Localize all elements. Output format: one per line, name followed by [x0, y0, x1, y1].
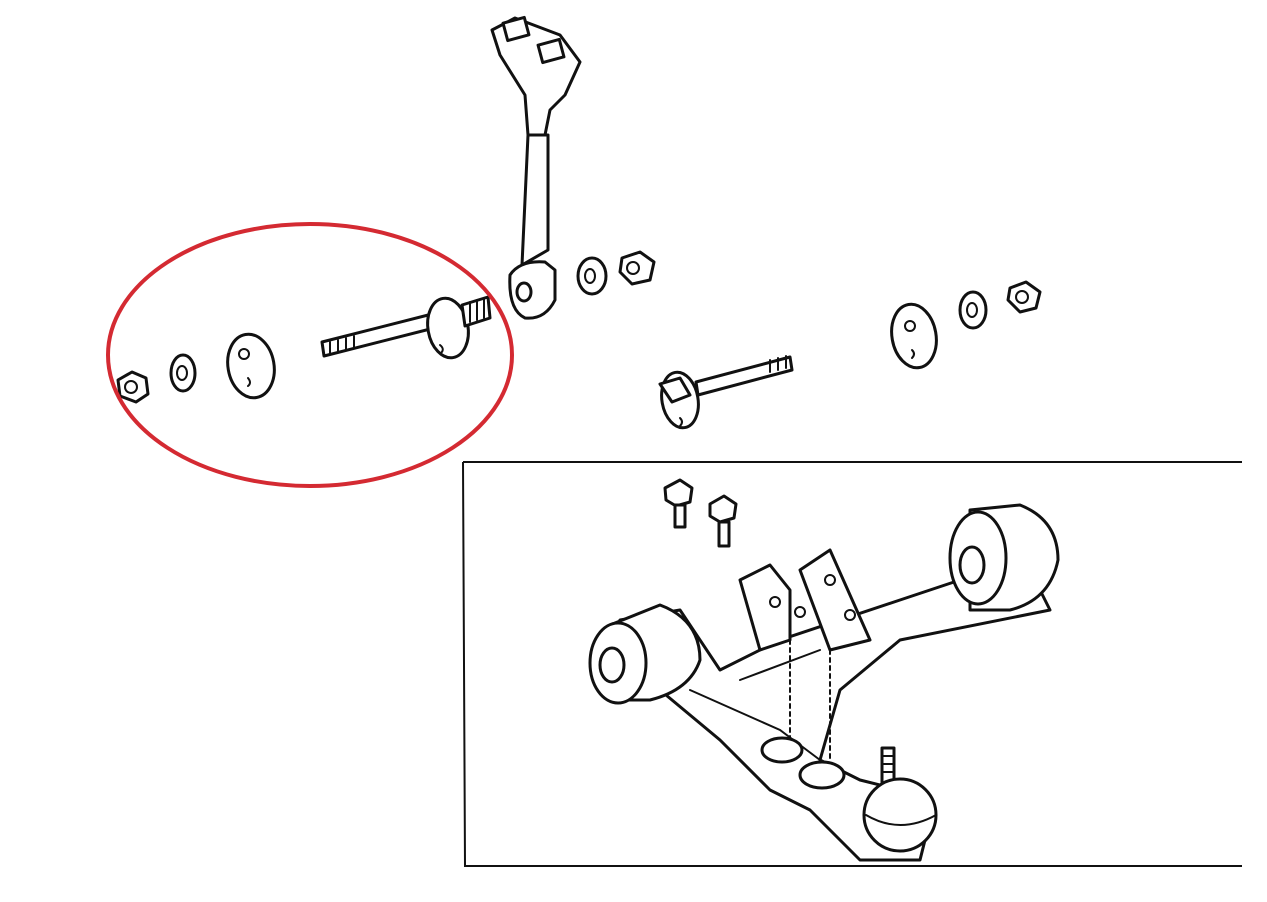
front-bushing: [588, 603, 702, 705]
nut-right: [1006, 280, 1042, 314]
cam-bolt: [320, 295, 492, 360]
nut: [116, 370, 150, 404]
cam-bolt-right: [658, 355, 794, 430]
rear-bushing: [948, 503, 1060, 612]
cam-plate-right: [890, 302, 938, 370]
bolts: [663, 478, 738, 548]
strut-nut: [618, 250, 656, 286]
strut-washer: [576, 256, 608, 296]
strut-rod: [490, 15, 582, 320]
ball-joint: [862, 746, 938, 853]
highlight-circle: [106, 222, 514, 488]
washer-right: [958, 290, 988, 330]
washer: [169, 353, 197, 393]
arm-bosses: [760, 736, 846, 790]
cam-plate: [226, 332, 276, 400]
inset-frame: [462, 461, 1242, 867]
highlighted-cam-bolt-assembly: [106, 222, 514, 488]
